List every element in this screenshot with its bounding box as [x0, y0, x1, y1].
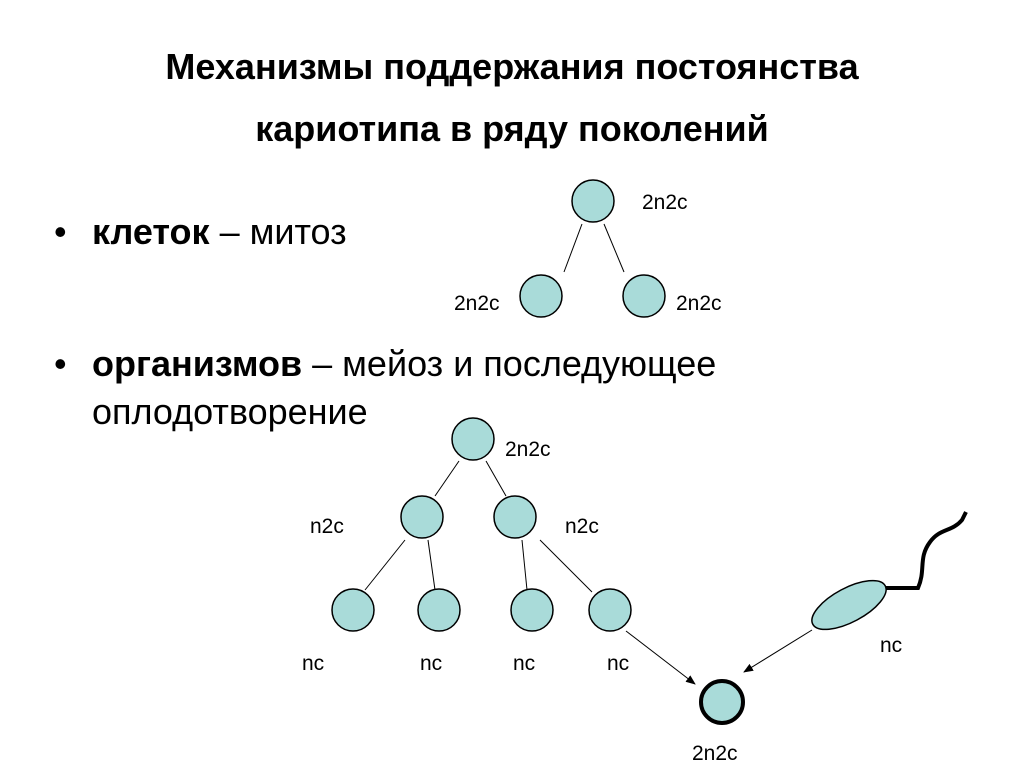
meiosis-parent-label: 2n2c	[505, 438, 551, 461]
bullet-marker: •	[54, 211, 67, 252]
meiosis-parent-cell	[451, 417, 495, 461]
gamete-label-3: nc	[513, 652, 535, 675]
meiosis-second-right-label: n2c	[565, 515, 599, 538]
meiosis-edge-3	[364, 539, 406, 591]
meiosis-second-cell-left	[400, 495, 444, 539]
meiosis-edge-1	[434, 460, 460, 497]
mitosis-tree: 2n2c 2n2c 2n2c	[454, 179, 722, 318]
sperm-tail	[886, 511, 968, 590]
gamete-cell-1	[331, 588, 375, 632]
title-line-2: кариотипа в ряду поколений	[255, 108, 769, 149]
mitosis-daughter-cell-right	[622, 274, 666, 318]
mitosis-daughter-cell-left	[519, 274, 563, 318]
meiosis-tree: 2n2c n2c n2c nc nc nc nc	[302, 417, 632, 675]
slide-title: Механизмы поддержания постоянства кариот…	[0, 36, 1024, 160]
meiosis-edge-5	[521, 539, 528, 591]
sperm-to-zygote-arrow	[743, 629, 813, 673]
bullet-cells: • клеток – митоз	[54, 208, 347, 256]
gamete-cell-2	[417, 588, 461, 632]
meiosis-edge-2	[485, 460, 507, 497]
mitosis-left-label: 2n2c	[454, 292, 500, 315]
mitosis-edge-left	[563, 223, 583, 273]
gamete-label-2: nc	[420, 652, 442, 675]
bullet-organisms-text: – мейоз и последующее	[302, 343, 717, 384]
meiosis-edge-6	[539, 539, 593, 593]
sperm-head	[811, 579, 887, 631]
mitosis-edge-right	[603, 223, 625, 273]
zygote-cell	[699, 679, 745, 725]
bullet-marker: •	[54, 343, 67, 384]
gamete-label-1: nc	[302, 652, 324, 675]
meiosis-second-cell-right	[493, 495, 537, 539]
gamete-label-4: nc	[607, 652, 629, 675]
mitosis-parent-cell	[571, 179, 615, 223]
meiosis-second-left-label: n2c	[310, 515, 344, 538]
zygote-label: 2n2c	[692, 742, 738, 765]
bullet-cells-text: – митоз	[209, 211, 347, 252]
gamete-cell-4	[588, 588, 632, 632]
mitosis-parent-label: 2n2c	[642, 191, 688, 214]
mitosis-right-label: 2n2c	[676, 292, 722, 315]
gamete-cell-3	[510, 588, 554, 632]
fertilization: nc 2n2c	[625, 511, 968, 765]
meiosis-edge-4	[427, 539, 436, 591]
sperm-label: nc	[880, 634, 902, 657]
bullet-organisms: • организмов – мейоз и последующее оплод…	[54, 340, 717, 436]
bullet-organisms-line2: оплодотворение	[92, 391, 368, 432]
bullet-cells-bold: клеток	[92, 211, 210, 252]
title-line-1: Механизмы поддержания постоянства	[165, 46, 859, 87]
gamete-to-zygote-arrow	[625, 630, 696, 685]
bullet-organisms-bold: организмов	[92, 343, 303, 384]
